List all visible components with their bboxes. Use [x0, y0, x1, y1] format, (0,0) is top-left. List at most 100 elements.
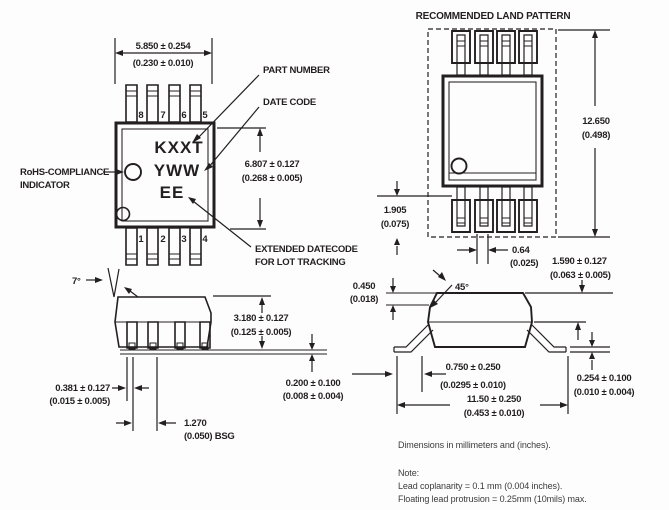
side-lead-feet — [128, 342, 209, 350]
lead-thickness-arrowheads — [589, 340, 595, 359]
date-code-leader — [207, 106, 260, 169]
rohs-arrowhead — [116, 169, 124, 175]
pad-gap-arrowheads — [469, 247, 496, 253]
note-coplanarity: Lead coplanarity = 0.1 mm (0.004 inches)… — [398, 481, 562, 491]
part-number-label: PART NUMBER — [263, 65, 330, 76]
pad-length-arrowheads — [394, 189, 400, 245]
side-body-outline — [114, 296, 212, 348]
chamfer-arrowhead2 — [438, 272, 446, 281]
end-body-outline — [427, 292, 533, 348]
top-pin-ticks — [126, 90, 201, 97]
standoff-arrowheads — [309, 343, 315, 361]
dim-lead-thickness-in: (0.010 ± 0.004) — [574, 387, 635, 398]
seating-plane-lines — [120, 349, 327, 355]
extended-datecode-leader — [192, 200, 252, 248]
dim-width-mm: 5.850 ± 0.254 — [136, 41, 192, 52]
part-number-leader — [195, 74, 260, 141]
top-view: 5.850 ± 0.254 (0.230 ± 0.010) 8 7 6 5 KX… — [20, 38, 358, 268]
land-pins-bottom — [456, 186, 533, 227]
pin-number-7: 7 — [160, 110, 165, 121]
units-note: Dimensions in millimeters and (inches). — [398, 440, 551, 450]
dim-lead-length-in: (0.063 ± 0.005) — [550, 270, 611, 281]
pin1-indicator-dot — [115, 206, 131, 222]
lead-length-arrowheads — [575, 285, 585, 330]
chamfer-arrowhead — [430, 300, 438, 308]
date-code-arrowhead — [204, 163, 213, 171]
extended-datecode-label-line1: EXTENDED DATECODE — [255, 244, 358, 255]
dim-lead-thickness-mm: 0.254 ± 0.100 — [577, 373, 632, 384]
notes: Dimensions in millimeters and (inches). … — [398, 440, 587, 504]
rohs-indicator-dot — [124, 163, 142, 181]
package-body-inner — [121, 128, 209, 222]
dim-height-mm: 6.807 ± 0.127 — [245, 159, 300, 170]
lead-angle-arrowhead — [95, 277, 103, 283]
pin-number-1: 1 — [138, 234, 144, 245]
dim-foot-mm: 0.750 ± 0.250 — [446, 362, 501, 373]
dim-foot-in: (0.0295 ± 0.010) — [440, 380, 506, 391]
dim-body-height-in: (0.125 ± 0.005) — [231, 327, 292, 338]
lead-angle-arrow2-line — [129, 290, 139, 298]
land-pin1-dot — [450, 157, 468, 175]
dim-lead-length-mm: 1.590 ± 0.127 — [552, 256, 607, 267]
chamfer-dim-arrowheads — [390, 286, 396, 312]
note-label: Note: — [398, 468, 419, 478]
land-pin-ticks-bottom — [457, 217, 532, 224]
bottom-pin-ticks — [126, 253, 201, 260]
foot-arrowheads — [385, 371, 432, 377]
pin-number-3: 3 — [181, 234, 186, 245]
chamfer-leader-line — [435, 284, 453, 303]
dim-pad-gap-in: (0.025) — [510, 258, 538, 269]
dim-land-height-mm: 12.650 — [582, 116, 610, 127]
pin-number-4: 4 — [202, 234, 208, 245]
dim-chamfer-angle: 45° — [455, 282, 469, 293]
chamfer-arrow2-line — [432, 269, 441, 277]
dim-pad-length-mm: 1.905 — [384, 205, 407, 216]
overall-width-extension-lines — [396, 356, 569, 414]
land-height-extension-lines — [558, 29, 610, 238]
dim-pad-length-in: (0.075) — [381, 219, 409, 230]
dim-standoff-mm: 0.200 ± 0.100 — [286, 378, 341, 389]
dim-pitch-in: (0.050) BSG — [184, 431, 235, 442]
dim-lead-width-in: (0.015 ± 0.005) — [49, 396, 110, 407]
dim-lead-width-mm: 0.381 ± 0.127 — [55, 383, 110, 394]
lead-angle-reference-lines — [107, 267, 120, 298]
end-view: 45° 0.450 (0.018) 1.590 ± 0.127 (0.063 ±… — [350, 256, 635, 419]
side-view: 7° 3.180 ± 0.127 (0.125 ± 0.005) 0.200 ±… — [49, 267, 344, 442]
lead-length-extension-lines — [525, 292, 613, 323]
dim-pad-gap-mm: 0.64 — [512, 245, 530, 256]
dim-standoff-in: (0.008 ± 0.004) — [283, 391, 344, 402]
rohs-label-line2: INDICATOR — [20, 180, 70, 191]
pin-number-8: 8 — [138, 110, 143, 121]
land-pins-top — [456, 34, 533, 76]
dim-overall-width-mm: 11.50 ± 0.250 — [467, 394, 521, 405]
land-pads-top — [451, 30, 538, 64]
land-body-outer — [441, 74, 544, 188]
marking-part-number: KXXT — [154, 138, 203, 157]
dim-land-height-in: (0.498) — [582, 130, 610, 141]
lead-width-arrowheads — [118, 385, 142, 391]
width-extension-lines — [114, 38, 213, 84]
dim-height-in: (0.268 ± 0.005) — [242, 173, 303, 184]
date-code-label: DATE CODE — [263, 97, 316, 108]
end-lead-left — [393, 324, 434, 353]
extended-datecode-label-line2: FOR LOT TRACKING — [255, 257, 345, 268]
pad-gap-extension-lines — [476, 234, 489, 264]
pitch-arrowheads — [124, 420, 166, 426]
dim-chamfer-mm: 0.450 — [353, 281, 376, 292]
pin-number-2: 2 — [160, 234, 165, 245]
lead-angle-arrowhead2 — [124, 287, 132, 294]
pin-number-5: 5 — [202, 110, 208, 121]
dim-lead-angle: 7° — [72, 276, 81, 287]
lead-width-extension-lines — [126, 357, 158, 431]
dim-pitch-mm: 1.270 — [184, 418, 207, 429]
dim-chamfer-in: (0.018) — [350, 294, 378, 305]
pin-number-6: 6 — [181, 110, 186, 121]
land-pattern-title: RECOMMENDED LAND PATTERN — [416, 11, 571, 22]
side-leads — [126, 321, 211, 349]
bottom-pins — [125, 227, 202, 266]
land-pin-ticks-top — [457, 40, 532, 47]
land-pattern-boundary — [427, 28, 557, 238]
extended-datecode-arrowhead — [188, 197, 196, 204]
